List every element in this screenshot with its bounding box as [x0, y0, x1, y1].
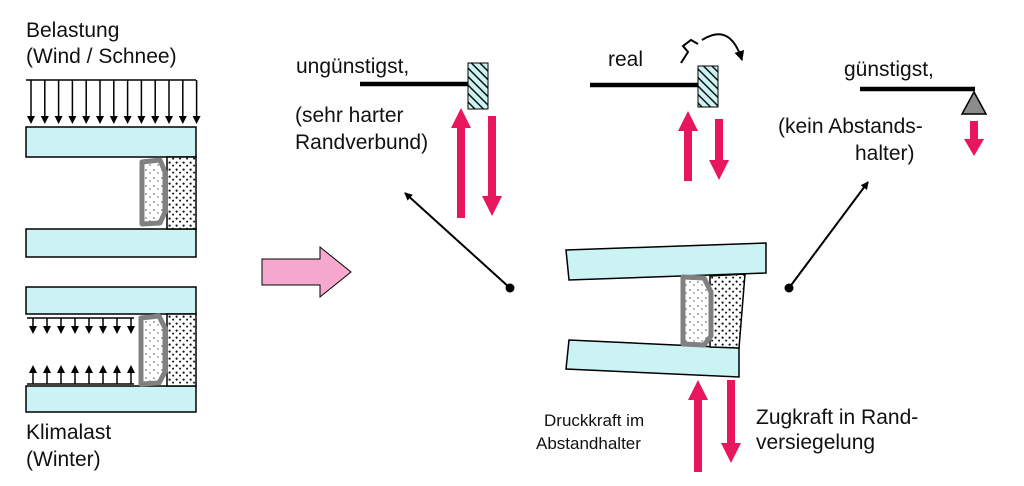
- case-guenstigst: günstigst, (kein Abstands- halter): [778, 58, 988, 165]
- svg-text:halter): halter): [855, 142, 915, 165]
- svg-text:günstigst,: günstigst,: [844, 58, 934, 81]
- svg-text:(Wind / Schnee): (Wind / Schnee): [26, 45, 177, 68]
- load-arrow-down: [43, 318, 51, 334]
- svg-text:(sehr harter: (sehr harter: [295, 104, 404, 127]
- load-arrow-down: [71, 318, 79, 334]
- edge-seal: [166, 313, 197, 387]
- load-arrow-down: [85, 318, 93, 334]
- deformed-glazing-unit: [505, 242, 794, 378]
- glazing-unit-climate: [25, 286, 197, 413]
- svg-text:Klimalast: Klimalast: [26, 421, 111, 444]
- svg-text:Abstandhalter: Abstandhalter: [536, 434, 641, 453]
- svg-text:ungünstigst,: ungünstigst,: [296, 55, 409, 78]
- glass-pane-top: [25, 286, 197, 315]
- svg-text:(Winter): (Winter): [26, 448, 101, 471]
- edge-seal: [166, 156, 197, 230]
- load-arrow-down: [54, 80, 63, 124]
- load-arrow-down: [99, 318, 107, 334]
- load-arrow-down: [178, 80, 187, 124]
- rigid-support: [467, 62, 489, 110]
- pointer-line-right: [788, 181, 869, 289]
- climate-load-arrows-down: [27, 317, 135, 334]
- process-arrow: [261, 245, 352, 299]
- load-arrow-up: [29, 365, 37, 384]
- load-arrow-down: [123, 80, 132, 124]
- svg-text:Randverbund): Randverbund): [295, 131, 428, 154]
- glazing-unit-loaded: [25, 126, 197, 258]
- wind-load-arrows: [26, 79, 201, 124]
- load-arrow-up: [57, 365, 65, 384]
- case-unguenstigst: ungünstigst, (sehr harter Randverbund): [295, 55, 502, 218]
- load-arrow-down: [137, 80, 146, 124]
- load-arrow-down: [27, 80, 35, 124]
- spacer: [680, 274, 714, 348]
- tension-arrow-down: [964, 121, 984, 156]
- svg-text:real: real: [608, 48, 643, 71]
- load-arrow-down: [57, 318, 65, 334]
- druckkraft-label: Druckkraft im Abstandhalter: [536, 411, 644, 453]
- load-arrow-up: [85, 365, 93, 384]
- load-arrow-down: [29, 318, 37, 334]
- load-arrow-down: [127, 318, 135, 334]
- flexible-support: [697, 65, 719, 108]
- rotation-arrow: [701, 33, 745, 61]
- load-arrow-up: [99, 365, 107, 384]
- glass-pane-top: [565, 242, 767, 281]
- climate-load-arrows-up: [27, 365, 135, 385]
- edge-seal: [709, 273, 746, 349]
- load-arrow-down: [165, 80, 173, 124]
- load-arrow-down: [82, 80, 91, 124]
- belastung-label: Belastung (Wind / Schnee): [26, 19, 177, 68]
- load-arrow-up: [113, 365, 121, 384]
- rotation-symbol: [680, 38, 699, 64]
- svg-text:Druckkraft im: Druckkraft im: [544, 411, 644, 430]
- tension-arrow-down: [709, 119, 729, 180]
- tension-arrow-head: [721, 443, 741, 463]
- compression-arrow-bottom: [688, 380, 708, 472]
- klimalast-label: Klimalast (Winter): [26, 421, 111, 471]
- load-arrow-up: [71, 365, 79, 384]
- zugkraft-label: Zugkraft in Rand- versiegelung: [756, 406, 918, 454]
- case-real: real: [590, 33, 745, 181]
- load-arrow-up: [43, 365, 51, 384]
- load-arrow-down: [109, 80, 118, 124]
- load-arrow-down: [151, 80, 160, 124]
- svg-text:(kein Abstands-: (kein Abstands-: [778, 115, 923, 138]
- tension-arrow-bottom: [721, 380, 741, 463]
- pin-support: [960, 90, 988, 115]
- load-arrow-down: [192, 80, 201, 124]
- compression-arrow-head: [688, 380, 708, 400]
- glass-pane-bottom: [25, 385, 197, 413]
- load-arrow-down: [68, 80, 77, 124]
- compression-arrow-up: [451, 108, 471, 218]
- svg-text:Belastung: Belastung: [26, 19, 119, 42]
- spacer: [139, 157, 168, 227]
- load-arrow-down: [113, 318, 121, 334]
- tension-arrow-down: [482, 116, 502, 216]
- spacer: [138, 313, 168, 387]
- svg-text:Zugkraft in Rand-: Zugkraft in Rand-: [756, 406, 918, 429]
- pointer-line-left: [404, 192, 511, 289]
- compression-arrow-up: [678, 111, 698, 181]
- load-arrow-down: [96, 80, 104, 124]
- svg-text:versiegelung: versiegelung: [756, 431, 875, 454]
- glass-pane-top: [25, 126, 197, 158]
- glass-pane-bottom: [25, 228, 197, 258]
- load-arrow-down: [40, 80, 49, 124]
- load-arrow-up: [127, 365, 135, 384]
